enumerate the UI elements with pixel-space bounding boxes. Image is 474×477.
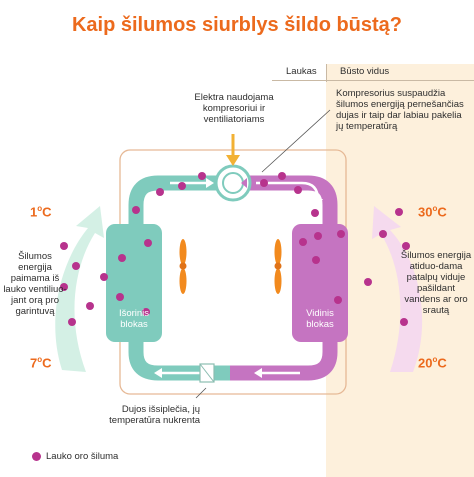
outdoor-absorb-label: Šilumos energija paimama iš lauko ventil… xyxy=(3,251,67,317)
heat-dots xyxy=(60,172,410,326)
power-arrowhead xyxy=(226,155,240,166)
indoor-block xyxy=(292,224,348,342)
outdoor-top-temp: 1oC xyxy=(30,204,52,220)
callout-line-expansion xyxy=(195,387,207,399)
indoor-block-label: Vidinis blokas xyxy=(306,308,334,330)
compressor-action-label: Kompresorius suspaudžia šilumos energiją… xyxy=(336,88,464,132)
zone-divider xyxy=(326,64,327,82)
compressor-power-label: Elektra naudojama kompresoriui ir ventil… xyxy=(194,92,274,125)
legend-label: Lauko oro šiluma xyxy=(46,451,119,462)
outdoor-air-arrow xyxy=(55,206,104,372)
expansion-label: Dujos išsiplečia, jų temperatūra nukrent… xyxy=(109,404,200,426)
flow-arrowhead-top-right xyxy=(313,199,323,207)
indoor-fan-icon xyxy=(274,239,282,294)
outside-zone xyxy=(0,64,326,477)
outside-header: Laukas xyxy=(286,66,317,77)
flow-arrowhead-bottom-right xyxy=(254,368,262,378)
indoor-air-arrow xyxy=(372,206,423,372)
indoor-top-temp: 30oC xyxy=(418,204,447,220)
flow-arrowhead-top-left xyxy=(206,178,214,188)
outdoor-fan-icon xyxy=(179,239,187,294)
indoor-bottom-temp: 20oC xyxy=(418,355,447,371)
callout-line-compressor xyxy=(261,109,331,173)
flow-arrow-top-right xyxy=(256,181,320,201)
page-title: Kaip šilumos siurblys šildo būstą? xyxy=(71,14,403,36)
outdoor-block-label: Išorinis blokas xyxy=(118,308,150,330)
expansion-valve-mark xyxy=(199,363,215,383)
indoor-release-label: Šilumos energija atiduo-dama patalpų vid… xyxy=(400,250,472,316)
flow-arrowhead-bottom-left xyxy=(154,368,162,378)
legend-dot-icon xyxy=(32,452,41,461)
inside-header: Būsto vidus xyxy=(340,66,390,77)
compressor-arrow-icon xyxy=(241,178,247,188)
header-divider xyxy=(272,80,474,81)
outdoor-bottom-temp: 7oC xyxy=(30,355,52,371)
